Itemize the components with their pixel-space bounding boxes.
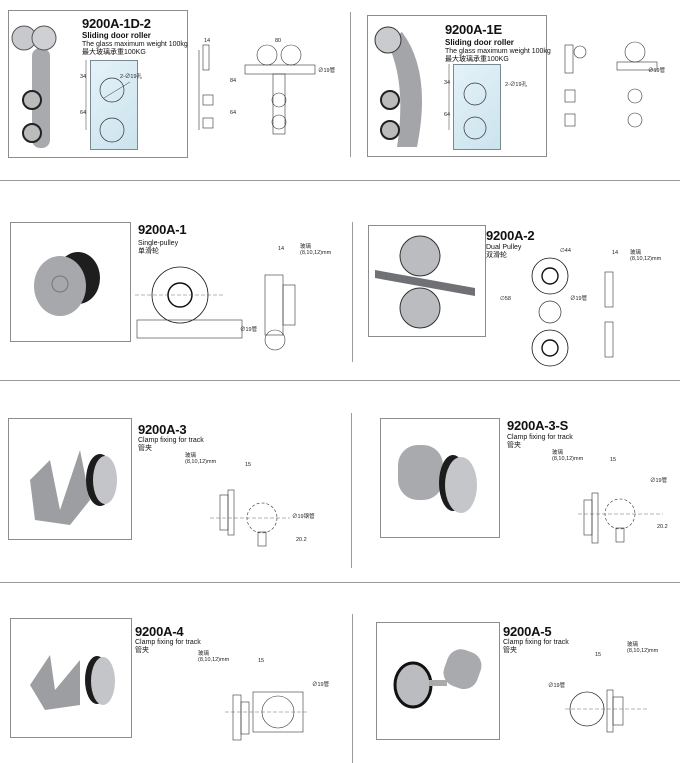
product-model: 9200A-3 bbox=[138, 422, 187, 437]
product-name: Sliding door roller bbox=[82, 31, 151, 40]
product-model: 9200A-4 bbox=[135, 624, 184, 639]
column-divider bbox=[350, 12, 351, 157]
product-model: 9200A-3-S bbox=[507, 418, 569, 433]
product-model: 9200A-1E bbox=[445, 22, 502, 37]
product-model: 9200A-2 bbox=[486, 228, 535, 243]
product-model: 9200A-5 bbox=[503, 624, 552, 639]
technical-drawing bbox=[210, 489, 290, 547]
roller-photo bbox=[11, 25, 57, 148]
technical-drawing bbox=[578, 492, 663, 544]
clamp-photo bbox=[398, 445, 477, 513]
product-model: 9200A-1 bbox=[138, 222, 187, 237]
technical-drawing bbox=[225, 691, 307, 741]
clamp-photo bbox=[30, 655, 115, 710]
hole-drawing bbox=[448, 64, 487, 140]
hole-drawing bbox=[85, 60, 131, 143]
pulley-photo bbox=[34, 252, 100, 316]
product-cn: 最大玻璃承重100KG bbox=[82, 49, 146, 56]
row-divider bbox=[0, 180, 680, 181]
row-divider bbox=[0, 380, 680, 381]
technical-drawing bbox=[135, 266, 296, 351]
dual-pulley-photo bbox=[375, 235, 475, 329]
technical-drawing bbox=[531, 257, 614, 367]
roller-photo bbox=[374, 26, 422, 147]
product-model: 9200A-1D-2 bbox=[82, 16, 151, 31]
technical-drawing bbox=[198, 44, 316, 135]
column-divider bbox=[352, 222, 353, 362]
technical-drawing bbox=[564, 41, 658, 128]
column-divider bbox=[351, 413, 352, 568]
product-weight: The glass maximum weight 100kg bbox=[82, 41, 188, 48]
glass-panel bbox=[90, 60, 138, 150]
column-divider bbox=[352, 614, 353, 763]
glass-panel bbox=[453, 64, 501, 150]
clamp-photo bbox=[30, 450, 117, 525]
clamp-photo bbox=[393, 649, 482, 709]
technical-drawing bbox=[565, 689, 647, 733]
row-divider bbox=[0, 582, 680, 583]
